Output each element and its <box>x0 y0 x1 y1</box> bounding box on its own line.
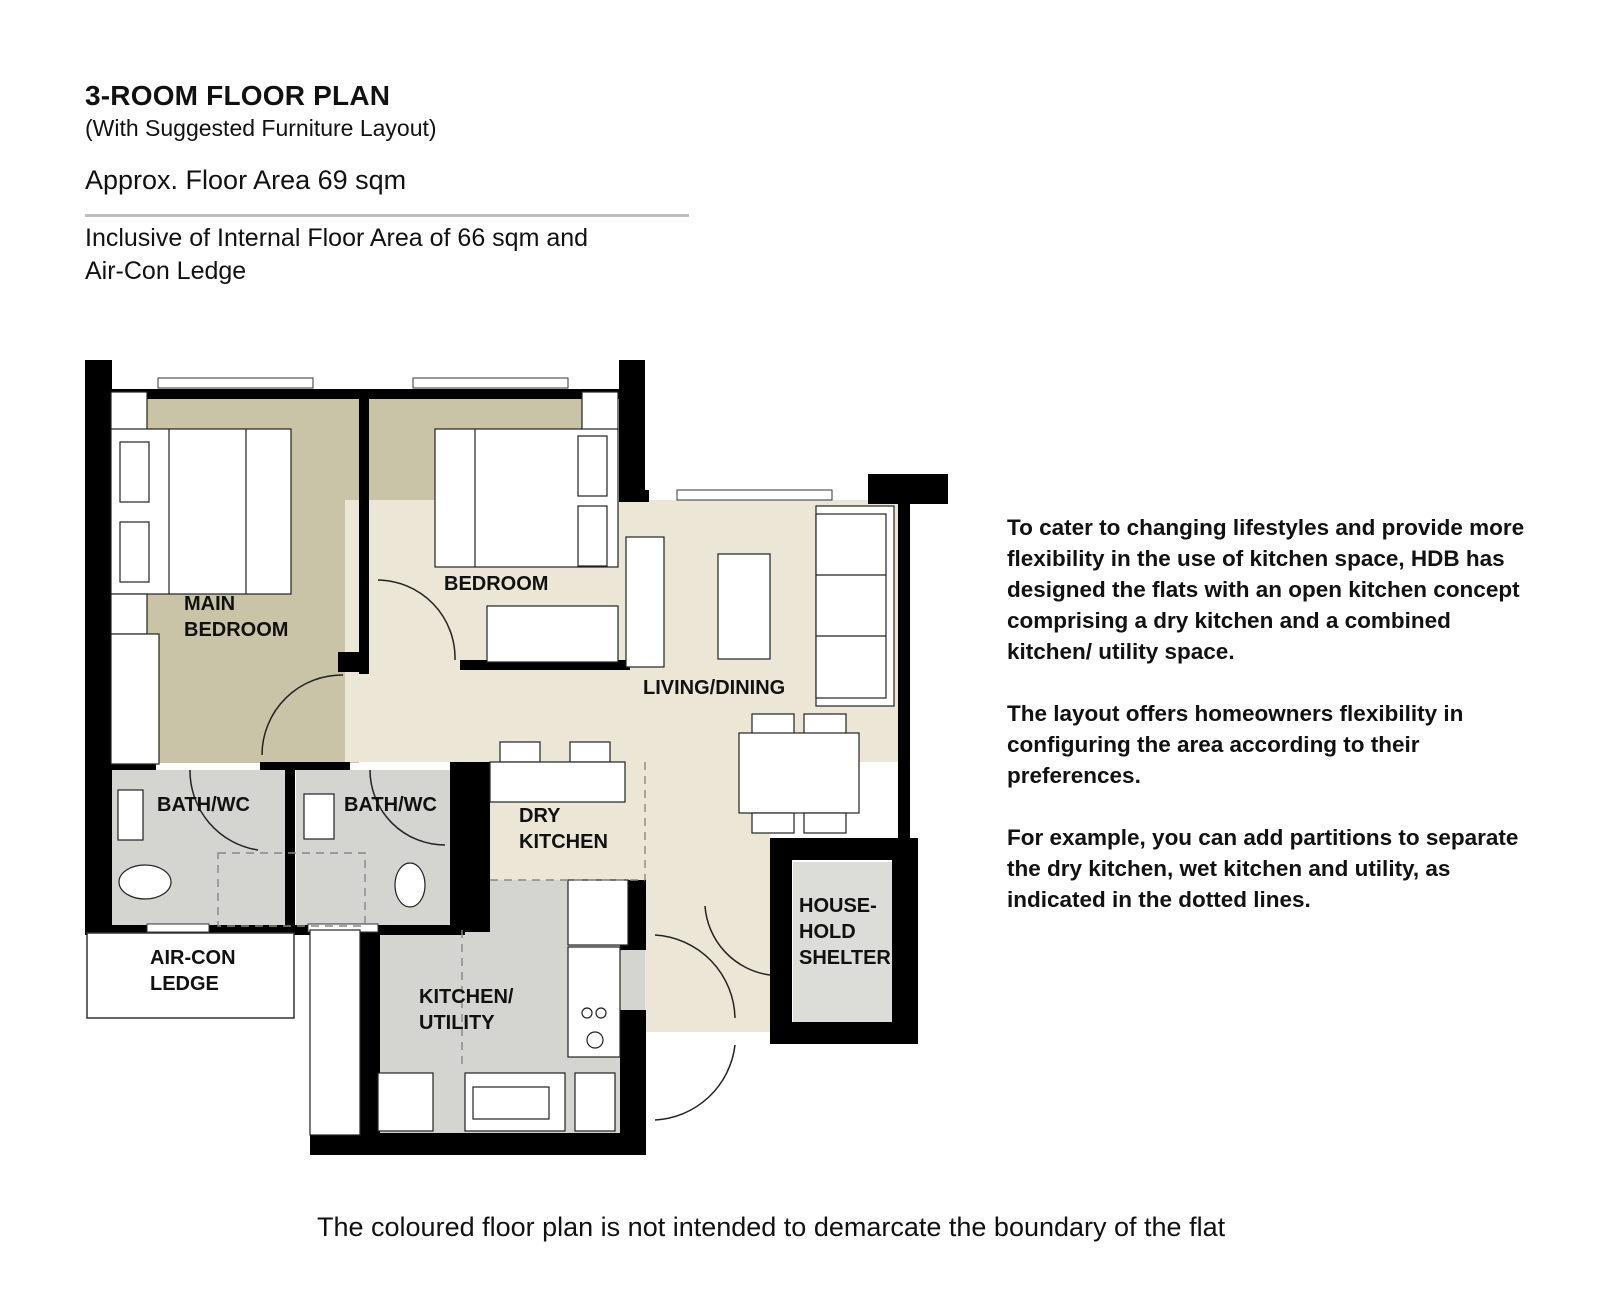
page-subtitle: (With Suggested Furniture Layout) <box>85 115 437 141</box>
page-title: 3-ROOM FLOOR PLAN <box>85 80 391 111</box>
inclusive-note-line-2: Air-Con Ledge <box>85 257 247 285</box>
shelter-floor <box>793 862 895 1022</box>
bathroom-fixtures <box>117 789 426 908</box>
label-kitchen-utility: KITCHEN/UTILITY <box>419 986 514 1034</box>
main-bedroom-furniture <box>110 391 292 765</box>
walls <box>85 360 948 1155</box>
notes-paragraph-2: The layout offers homeowners flexibility… <box>1007 701 1464 788</box>
doors <box>189 579 771 1121</box>
kitchen-fixtures <box>309 879 629 1136</box>
footer-disclaimer: The coloured floor plan is not intended … <box>317 1212 1226 1242</box>
inclusive-note-line-1: Inclusive of Internal Floor Area of 66 s… <box>85 224 589 252</box>
floor-area: Approx. Floor Area 69 sqm <box>85 165 407 195</box>
notes-paragraph-3: For example, you can add partitions to s… <box>1007 825 1519 912</box>
notes-panel: To cater to changing lifestyles and prov… <box>1007 512 1527 946</box>
living-furniture <box>489 505 895 834</box>
label-bedroom: BEDROOM <box>444 573 548 595</box>
notes-paragraph-1: To cater to changing lifestyles and prov… <box>1007 515 1525 664</box>
label-bath-wc-2: BATH/WC <box>344 794 437 816</box>
label-bath-wc-1: BATH/WC <box>157 794 250 816</box>
bedroom-furniture <box>434 391 619 663</box>
label-living-dining: LIVING/DINING <box>643 677 785 699</box>
partition-dotted-lines <box>217 762 646 1070</box>
aircon-ledge <box>86 932 295 1019</box>
inclusive-note: Inclusive of Internal Floor Area of 66 s… <box>85 222 705 288</box>
header-divider <box>85 214 689 217</box>
